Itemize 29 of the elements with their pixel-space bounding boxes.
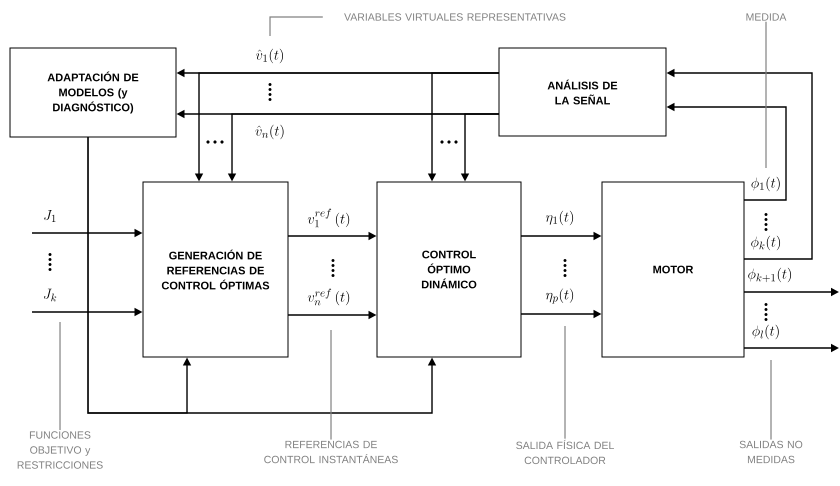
leader-line bbox=[765, 22, 767, 168]
annotation-text: FUNCIONES OBJETIVO y RESTRICCIONES bbox=[18, 431, 103, 469]
annotation-text: SALIDA FÍSICA DEL CONTROLADOR bbox=[516, 440, 614, 464]
annotation-text: REFERENCIAS DE CONTROL INSTANTÁNEAS bbox=[264, 440, 398, 464]
edge-label: $J_1$ bbox=[44, 210, 56, 222]
edge-label: $J_k$ bbox=[44, 288, 56, 302]
edge-label: $\phi_l(t)$ bbox=[752, 324, 779, 340]
process-box: ANÁLISIS DE LA SEÑAL bbox=[498, 48, 666, 136]
edge-label: $\phi_k(t)$ bbox=[751, 236, 780, 250]
process-box: GENERACIÓN DE REFERENCIAS DE CONTROL ÓPTIMAS bbox=[142, 182, 288, 358]
annotation-text: SALIDAS NO MEDIDAS bbox=[740, 440, 802, 464]
edge-label: $\phi_1(t)$ bbox=[752, 176, 780, 192]
edge-label: $\eta_p(t)$ bbox=[546, 288, 574, 304]
process-box: MOTOR bbox=[602, 182, 744, 358]
edge-label: $v_n^{ref}\,(t)$ bbox=[308, 288, 350, 306]
leader-line bbox=[59, 322, 61, 430]
annotation-text: MEDIDA bbox=[746, 13, 786, 21]
edge-label: $\eta_1(t)$ bbox=[546, 210, 574, 226]
process-box: CONTROL ÓPTIMO DINÁMICO bbox=[376, 182, 522, 358]
leader-line bbox=[564, 326, 566, 439]
edge-label: $\hat{v}_1(t)$ bbox=[256, 48, 283, 64]
leader-line bbox=[330, 330, 332, 440]
edge-label: $\hat{v}_n(t)$ bbox=[255, 124, 284, 140]
process-box: ADAPTACIÓN DE MODELOS (y DIAGNÓSTICO) bbox=[10, 48, 176, 138]
edge-label: $v_1^{ref}\,(t)$ bbox=[308, 208, 350, 228]
leader-line bbox=[770, 360, 772, 440]
annotation-text: VARIABLES VIRTUALES REPRESENTATIVAS bbox=[344, 13, 566, 21]
edge-label: $\phi_{k+1}(t)$ bbox=[748, 268, 792, 282]
leader-line bbox=[269, 16, 323, 36]
